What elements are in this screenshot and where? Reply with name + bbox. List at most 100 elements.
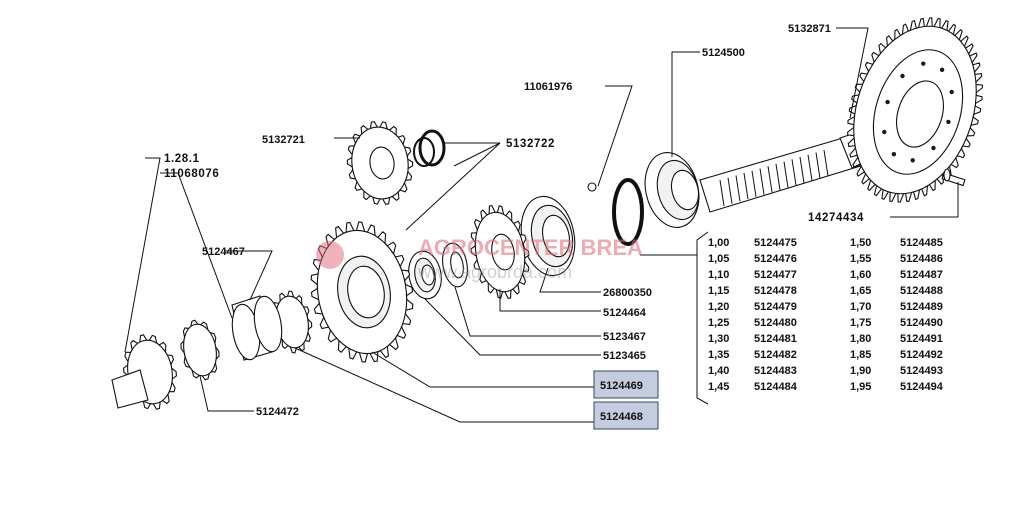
shaft-spline-line <box>735 175 741 202</box>
shim-part-number-cell[interactable]: 5124492 <box>900 349 943 361</box>
crown-bolt-hole <box>885 99 890 105</box>
shim-part-number-cell[interactable]: 5124477 <box>754 269 797 281</box>
callout-5124468[interactable]: 5124468 <box>600 411 643 423</box>
gear-5132721-part[interactable] <box>346 120 414 206</box>
callout-5132721[interactable]: 5132721 <box>262 134 305 146</box>
shim-part-number-cell[interactable]: 5124478 <box>754 285 797 297</box>
crown-gear-bolt-holes <box>882 61 954 163</box>
shim-part-number-cell[interactable]: 5124484 <box>754 381 798 393</box>
shim-thickness-cell: 1,80 <box>850 333 871 345</box>
shaft-bearing-part[interactable] <box>638 147 707 233</box>
shim-table: 1,00 5124475 1,50 5124485 1,05 5124476 1,55 512… <box>708 237 944 393</box>
callout-5124467[interactable]: 5124467 <box>202 246 245 258</box>
crown-bolt-hole <box>921 61 926 66</box>
callout-5124500[interactable]: 5124500 <box>702 47 745 59</box>
coupler-5124468-part[interactable] <box>271 290 313 354</box>
highlighted-callout-5124468[interactable]: 5124468 <box>593 401 659 430</box>
shim-part-number-cell[interactable]: 5124486 <box>900 253 943 265</box>
highlight-box-5124468[interactable] <box>593 401 659 430</box>
shim-part-number-cell[interactable]: 5124475 <box>754 237 797 249</box>
bearing-26800350-part[interactable] <box>514 191 581 280</box>
shim-thickness-cell: 1,40 <box>708 365 729 377</box>
sleeve-5123465-part[interactable] <box>405 249 445 302</box>
shaft-spline-line <box>807 154 813 181</box>
shim-thickness-cell: 1,10 <box>708 269 729 281</box>
shim-thickness-cell: 1,75 <box>850 317 871 329</box>
shim-part-number-cell[interactable]: 5124483 <box>754 365 797 377</box>
bolt-part[interactable] <box>941 168 966 187</box>
callout-11061976[interactable]: 11061976 <box>524 81 572 93</box>
crown-bolt-hole <box>900 73 905 79</box>
shim-part-number-cell[interactable]: 5124487 <box>900 269 943 281</box>
shim-part-number-cell[interactable]: 5124489 <box>900 301 943 313</box>
rings-5132722-part[interactable] <box>413 129 446 167</box>
shaft-spline-line <box>719 179 725 207</box>
shim-part-number-cell[interactable]: 5124479 <box>754 301 797 313</box>
shim-part-number-cell[interactable]: 5124482 <box>754 349 797 361</box>
gear-5124464-part[interactable] <box>469 204 530 300</box>
callout-26800350[interactable]: 26800350 <box>603 287 652 299</box>
crown-bolt-hole <box>939 67 945 73</box>
shim-thickness-cell: 1,55 <box>850 253 871 265</box>
crown-gear-part[interactable] <box>833 10 996 209</box>
shim-thickness-cell: 1,30 <box>708 333 729 345</box>
watermark-url: www.agrobrda.com <box>417 262 572 282</box>
shim-thickness-cell: 1,15 <box>708 285 729 297</box>
leader-lines <box>124 27 959 423</box>
snap-ring-part[interactable] <box>587 178 644 246</box>
callout-5132722[interactable]: 5132722 <box>506 138 555 150</box>
ring-5123467-part[interactable] <box>439 241 470 288</box>
callout-5124469[interactable]: 5124469 <box>600 380 643 392</box>
shaft-spline-line <box>799 156 805 184</box>
shim-thickness-cell: 1,60 <box>850 269 871 281</box>
watermark-logo-icon <box>316 241 344 269</box>
shaft-spline-line <box>767 166 773 193</box>
shim-thickness-cell: 1,20 <box>708 301 729 313</box>
shaft-spline-line <box>759 168 765 195</box>
watermark: AGROCENTER BREA www.agrobrda.com <box>316 235 643 282</box>
shim-thickness-cell: 1,95 <box>850 381 871 393</box>
crown-bolt-hole <box>891 152 897 157</box>
shim-part-number-cell[interactable]: 5124491 <box>900 333 943 345</box>
shaft-spline-line <box>775 163 781 190</box>
shaft-spline-line <box>727 177 733 204</box>
splined-shaft-5124472-part[interactable] <box>180 319 221 381</box>
callout-1-28-1[interactable]: 1.28.1 <box>164 153 200 165</box>
shim-part-number-cell[interactable]: 5124480 <box>754 317 797 329</box>
crown-bolt-hole <box>882 129 887 135</box>
shim-thickness-cell: 1,90 <box>850 365 871 377</box>
shim-part-number-cell[interactable]: 5124481 <box>754 333 797 345</box>
callout-14274434[interactable]: 14274434 <box>808 212 864 224</box>
callout-5124464[interactable]: 5124464 <box>603 307 647 319</box>
callout-5123467[interactable]: 5123467 <box>603 331 646 343</box>
shaft-spline-line <box>823 150 829 177</box>
callout-labels: 1.28.1 11068076 5132721 5132722 11061976… <box>164 23 864 418</box>
callout-5123465[interactable]: 5123465 <box>603 350 646 362</box>
shim-part-number-cell[interactable]: 5124494 <box>900 381 944 393</box>
highlight-box-5124469[interactable] <box>593 370 659 399</box>
callout-11068076[interactable]: 11068076 <box>164 168 219 180</box>
input-gear-part[interactable] <box>111 334 177 410</box>
shim-thickness-cell: 1,25 <box>708 317 729 329</box>
shim-thickness-cell: 1,00 <box>708 237 729 249</box>
shaft-splines <box>719 150 829 207</box>
shim-thickness-cell: 1,35 <box>708 349 729 361</box>
shim-part-number-cell[interactable]: 5124490 <box>900 317 943 329</box>
highlighted-callout-5124469[interactable]: 5124469 <box>593 370 659 399</box>
callout-5132871[interactable]: 5132871 <box>788 23 831 35</box>
shim-part-number-cell[interactable]: 5124488 <box>900 285 943 297</box>
shim-thickness-cell: 1,50 <box>850 237 871 249</box>
shaft-spline-line <box>751 170 757 197</box>
crown-bolt-hole <box>946 119 951 125</box>
shaft-spline-line <box>743 173 749 200</box>
hub-5124467-part[interactable] <box>228 294 285 362</box>
shim-thickness-cell: 1,70 <box>850 301 871 313</box>
callout-5124472[interactable]: 5124472 <box>256 406 299 418</box>
shim-thickness-cell: 1,45 <box>708 381 729 393</box>
watermark-brand: AGROCENTER BREA <box>418 235 643 260</box>
shim-part-number-cell[interactable]: 5124485 <box>900 237 943 249</box>
shim-part-number-cell[interactable]: 5124493 <box>900 365 943 377</box>
shim-part-number-cell[interactable]: 5124476 <box>754 253 797 265</box>
shim-thickness-cell: 1,05 <box>708 253 729 265</box>
